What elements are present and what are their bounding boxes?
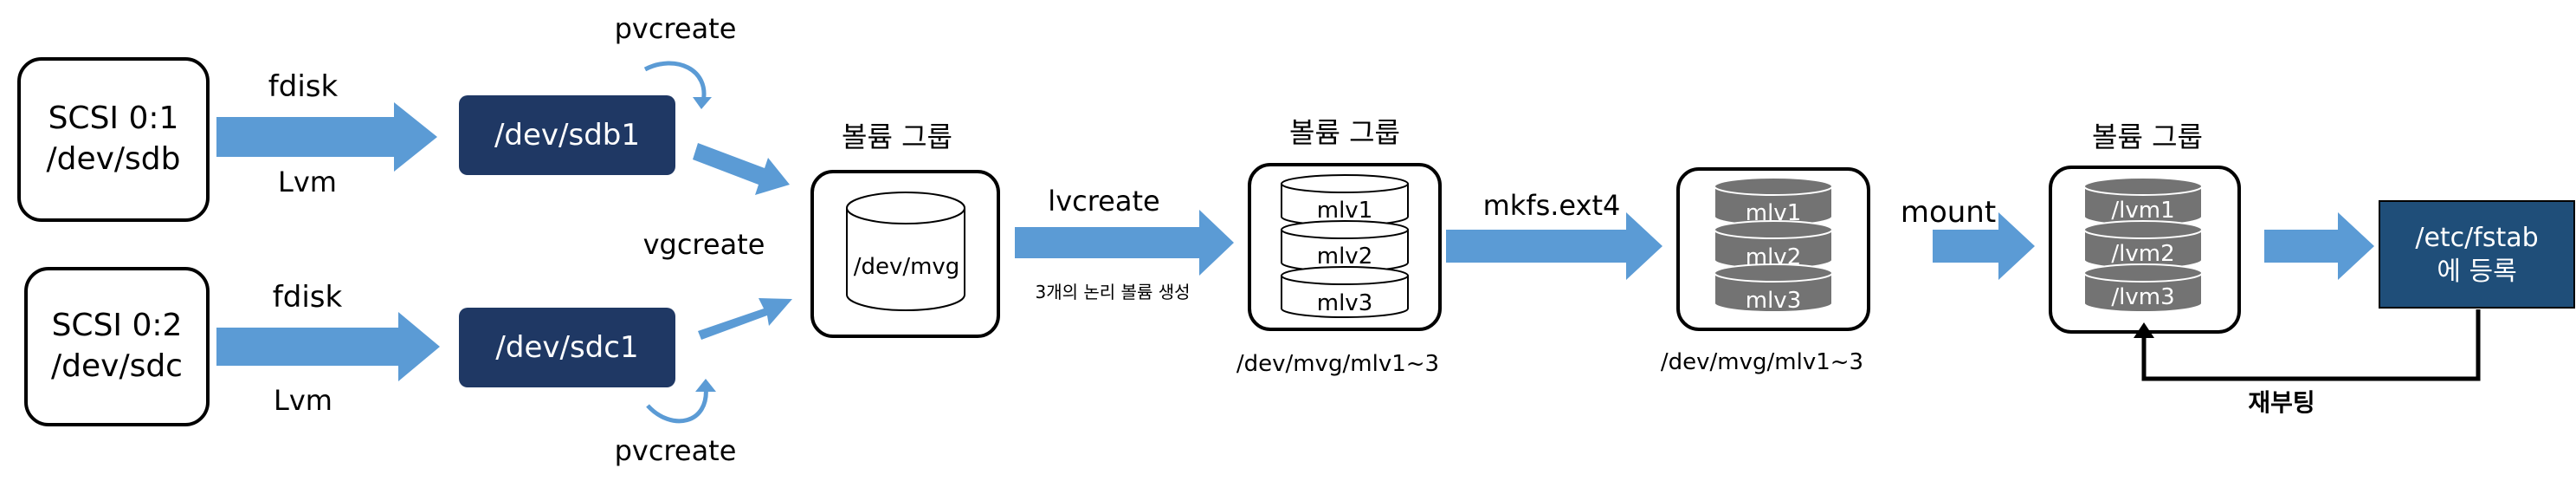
fdisk-label-2: fdisk bbox=[272, 280, 343, 315]
vg4-disk-stack bbox=[2083, 177, 2203, 313]
lvcreate-arrow bbox=[1015, 210, 1234, 276]
vg1-title: 볼륨 그룹 bbox=[842, 120, 952, 153]
vg1-cylinder bbox=[846, 192, 965, 311]
lvm-label-2: Lvm bbox=[274, 384, 332, 417]
disk-1-line1: SCSI 0:1 bbox=[48, 101, 179, 137]
partition-box-2 bbox=[459, 308, 675, 387]
vgcreate-label: vgcreate bbox=[642, 228, 765, 261]
fstab-line2: 에 등록 bbox=[2437, 256, 2517, 287]
pv-to-vg-arrow-2 bbox=[698, 298, 792, 340]
partition-label-1: /dev/sdb1 bbox=[494, 118, 641, 153]
lvcreate-note: 3개의 논리 볼륨 생성 bbox=[1035, 282, 1191, 302]
vg2-disk-stack bbox=[1281, 174, 1409, 318]
pvcreate-curve-2 bbox=[646, 379, 716, 424]
vg4-volume-2: /lvm2 bbox=[2111, 241, 2175, 267]
fstab-label: /etc/fstab 에 등록 bbox=[2379, 201, 2574, 308]
vg3-path: /dev/mvg/mlv1~3 bbox=[1660, 349, 1864, 375]
partition-label-2: /dev/sdc1 bbox=[495, 330, 639, 365]
vg2-title: 볼륨 그룹 bbox=[1289, 116, 1400, 149]
fdisk-label-1: fdisk bbox=[268, 69, 339, 104]
lvm-label-1: Lvm bbox=[278, 166, 337, 198]
partition-box-1 bbox=[459, 95, 675, 175]
disk-label-2: SCSI 0:2 /dev/sdc bbox=[26, 269, 208, 425]
vg1-device: /dev/mvg bbox=[853, 254, 960, 280]
reboot-label: 재부팅 bbox=[2248, 388, 2315, 417]
pv-to-vg-arrow-1 bbox=[693, 143, 790, 195]
vg4-volume-1: /lvm1 bbox=[2111, 198, 2175, 224]
disk-2-line2: /dev/sdc bbox=[51, 348, 183, 384]
vg3-volume-1: mlv1 bbox=[1745, 200, 1802, 226]
disk-2-line1: SCSI 0:2 bbox=[51, 308, 183, 344]
disk-box-2 bbox=[24, 267, 210, 426]
pvcreate-label-1: pvcreate bbox=[614, 12, 737, 45]
disk-box-1 bbox=[17, 57, 210, 222]
fstab-line1: /etc/fstab bbox=[2415, 222, 2539, 253]
mkfs-label: mkfs.ext4 bbox=[1482, 189, 1621, 222]
pvcreate-label-2: pvcreate bbox=[614, 434, 737, 467]
disk-label-1: SCSI 0:1 /dev/sdb bbox=[19, 59, 208, 220]
reboot-connector bbox=[2134, 309, 2481, 381]
fdisk-arrow-1 bbox=[216, 102, 437, 172]
fstab-box bbox=[2379, 200, 2575, 309]
vg3-disk-stack bbox=[1714, 177, 1833, 313]
vg4-volume-3: /lvm3 bbox=[2111, 284, 2175, 310]
vg4-title: 볼륨 그룹 bbox=[2092, 120, 2203, 153]
vg3-volume-2: mlv2 bbox=[1745, 244, 1802, 270]
lvcreate-label: lvcreate bbox=[1048, 185, 1160, 218]
vg2-volume-1: mlv1 bbox=[1316, 198, 1373, 224]
vg2-path: /dev/mvg/mlv1~3 bbox=[1236, 351, 1440, 377]
fdisk-arrow-2 bbox=[216, 312, 440, 381]
vg2-volume-3: mlv3 bbox=[1316, 290, 1373, 316]
vg3-volume-3: mlv3 bbox=[1745, 288, 1802, 314]
disk-1-line2: /dev/sdb bbox=[46, 141, 181, 177]
mount-arrow bbox=[1933, 212, 2035, 280]
mount-label: mount bbox=[1900, 195, 1997, 230]
mkfs-arrow bbox=[1446, 212, 1662, 280]
fstab-arrow bbox=[2264, 212, 2374, 280]
pvcreate-curve-1 bbox=[643, 61, 712, 109]
vg2-volume-2: mlv2 bbox=[1316, 244, 1373, 270]
